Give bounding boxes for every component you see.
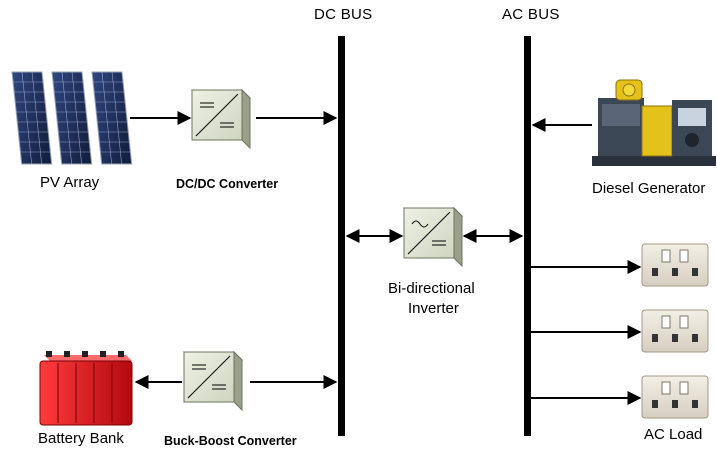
ac-bus-bar [524,36,531,436]
dcdc-converter-label: DC/DC Converter [176,177,279,191]
ac-bus-label: AC BUS [502,6,560,23]
dc-bus-label: DC BUS [314,6,373,23]
pv-array-icon [11,71,133,165]
ac-load-socket-1-icon [641,243,709,287]
inverter-icon [402,206,464,268]
diesel-generator-icon [592,79,716,166]
buck-boost-converter-label: Buck-Boost Converter [164,434,297,448]
ac-load-socket-2-icon [641,309,709,353]
ac-load-socket-3-icon [641,375,709,419]
pv-array-label: PV Array [40,174,100,191]
battery-bank-icon [39,351,133,426]
dcdc-converter-icon [190,88,252,150]
inverter-label-line-1: Bi-directional [388,280,475,297]
ac-load-label: AC Load [644,426,703,443]
dc-bus-bar [338,36,345,436]
buck-boost-converter-icon [182,350,244,412]
battery-bank-label: Battery Bank [38,430,124,447]
inverter-label-line-2: Inverter [408,300,459,317]
diesel-generator-label: Diesel Generator [592,180,706,197]
